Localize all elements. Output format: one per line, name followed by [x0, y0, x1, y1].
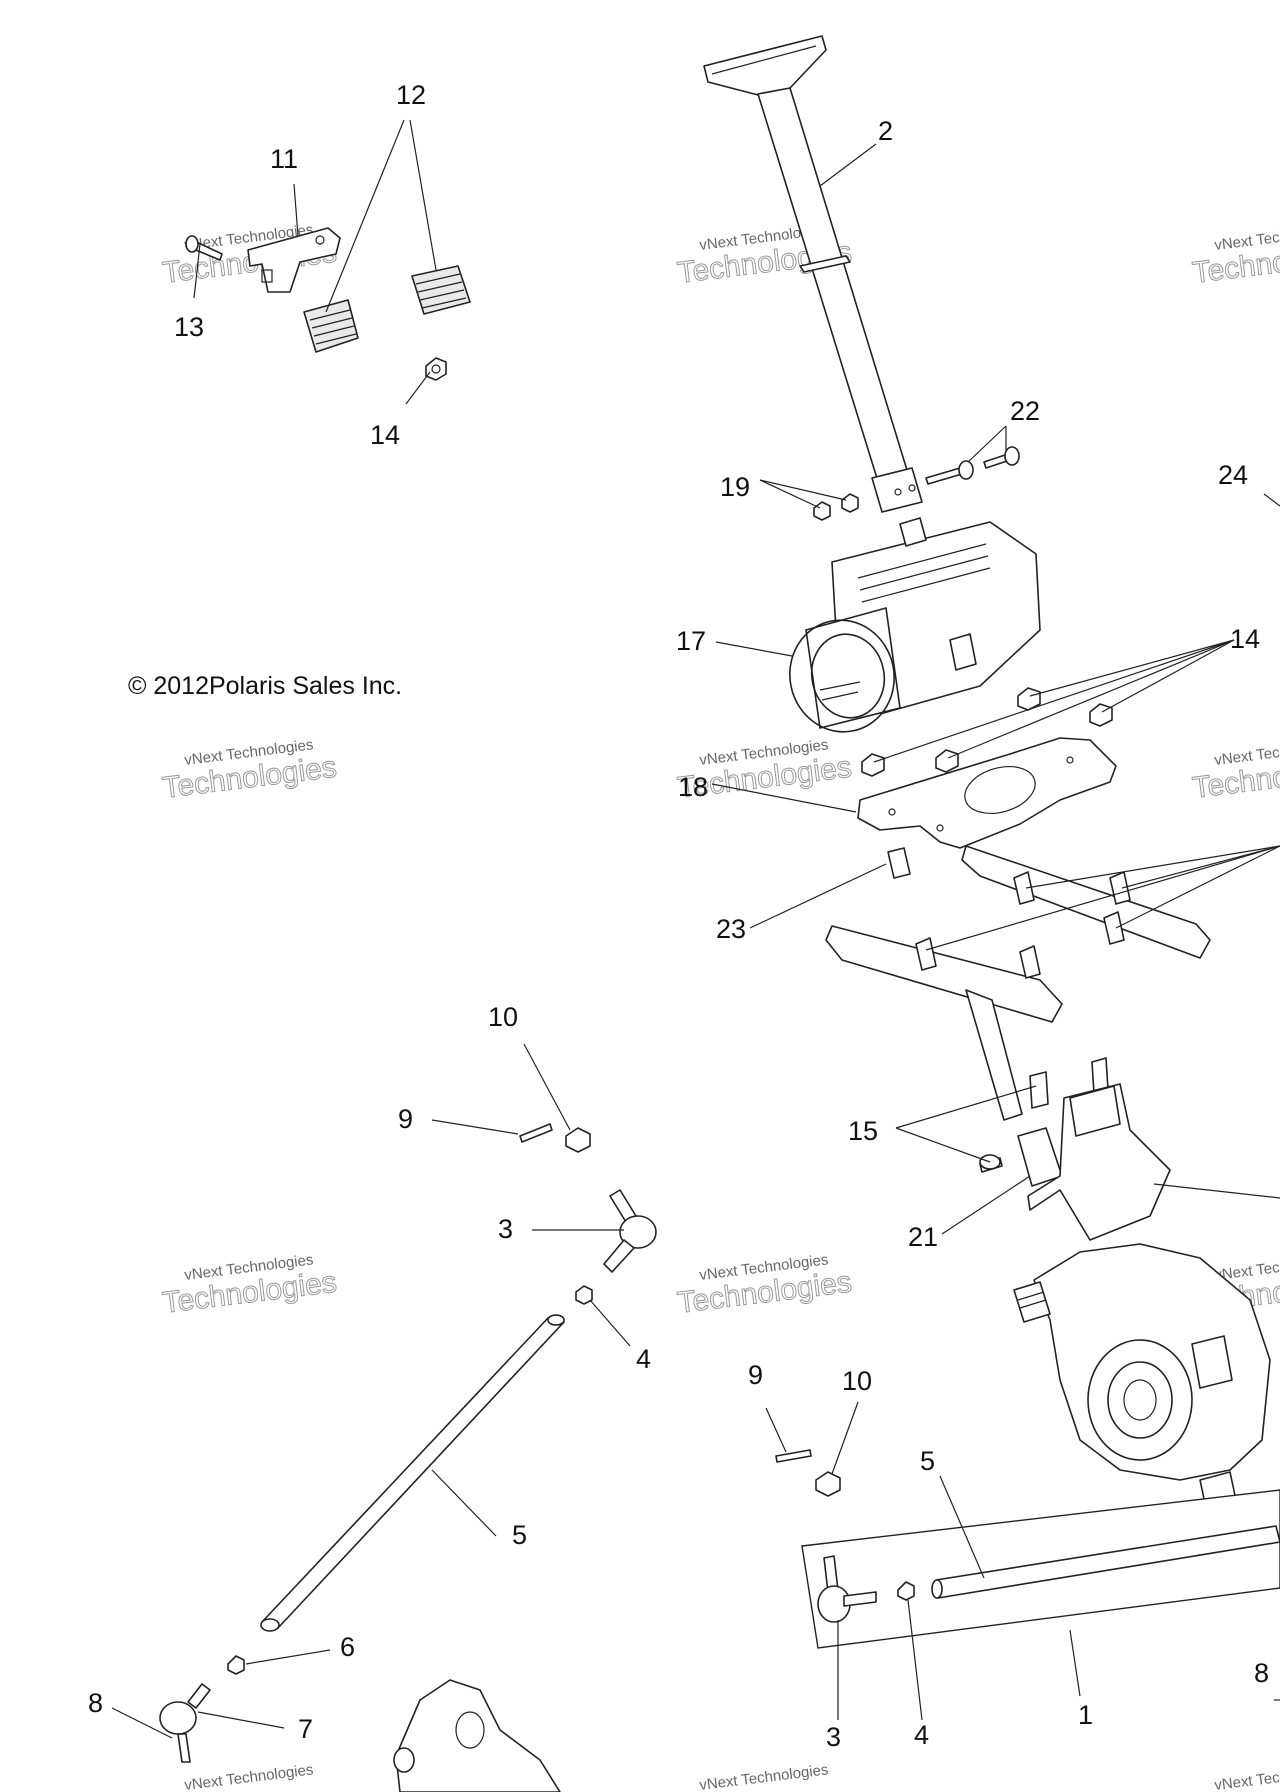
callout-5-right: 5 [920, 1446, 935, 1476]
callout-9-left: 9 [398, 1104, 413, 1134]
jam-nut-part-4-right [897, 1581, 915, 1601]
callout-21: 21 [908, 1222, 938, 1252]
callout-7: 7 [298, 1714, 313, 1744]
cotter-pin-part-9-left [519, 1123, 553, 1143]
callout-12-top: 12 [396, 80, 426, 110]
callout-1: 1 [1078, 1700, 1093, 1730]
watermark: vNext Technologies Technologies [1190, 221, 1280, 290]
callout-17: 17 [676, 626, 706, 656]
boot-part-12-left [303, 299, 359, 353]
frame-tube [825, 845, 1211, 1121]
leader-lines [111, 119, 1280, 1739]
tie-rod-part-5-left [260, 1314, 565, 1632]
jam-nut-part-6 [227, 1655, 245, 1675]
callout-23: 23 [716, 914, 746, 944]
bracket-part-11 [247, 227, 341, 293]
callout-labels: 12 11 13 14 2 22 19 24 17 14 18 23 10 9 … [88, 80, 1269, 1752]
watermark: vNext Technologies [1213, 1761, 1280, 1792]
tie-rod-end-part-7 [159, 1683, 211, 1763]
bracket-part-21 [1017, 1127, 1063, 1187]
castle-nut-part-10-right [815, 1471, 841, 1497]
watermark: vNext Technologies Technologies [160, 1251, 339, 1320]
watermark: vNext Technologies [183, 1761, 314, 1792]
svg-text:vNext Technologies: vNext Technologies [1213, 1761, 1280, 1792]
callout-11: 11 [270, 144, 298, 174]
jam-nut-part-4-left [575, 1285, 593, 1305]
callout-10-left: 10 [488, 1002, 518, 1032]
callout-15: 15 [848, 1116, 878, 1146]
watermark: vNext Technologies [698, 1761, 829, 1792]
watermark: vNext Technologies Technologies [675, 1251, 854, 1320]
bolt-part-15 [979, 1057, 1109, 1173]
watermark: vNext Technologies Technologies [160, 736, 339, 805]
steering-column-part-2 [703, 35, 923, 513]
housing-part [1027, 1083, 1171, 1241]
callout-14-mid: 14 [1230, 624, 1260, 654]
callout-8-left: 8 [88, 1688, 103, 1718]
svg-text:vNext Technologies: vNext Technologies [698, 1761, 829, 1792]
castle-nut-part-10-left [565, 1127, 591, 1153]
cotter-pin-part-9-right [775, 1449, 812, 1463]
spacer-part-23 [887, 847, 911, 879]
callout-9-right: 9 [748, 1360, 763, 1390]
callout-8-right: 8 [1254, 1658, 1269, 1688]
callout-3-right: 3 [826, 1722, 841, 1752]
tie-rod-part-5-right [931, 1525, 1280, 1599]
callout-6: 6 [340, 1632, 355, 1662]
nut-part-14-mid [861, 687, 1113, 777]
callout-3-left: 3 [498, 1214, 513, 1244]
power-steering-unit-part-17 [789, 517, 1041, 733]
nut-part-14-top [425, 357, 447, 381]
callout-14-top: 14 [370, 420, 400, 450]
svg-text:vNext Technologies: vNext Technologies [183, 1761, 314, 1792]
mounting-plate-part-18 [857, 737, 1117, 849]
tie-rod-end-part-3-right [817, 1555, 877, 1623]
callout-5-left: 5 [512, 1520, 527, 1550]
callout-4-right: 4 [914, 1720, 929, 1750]
knuckle-part [393, 1679, 561, 1792]
watermark: vNext Technologies Technologies [1190, 736, 1280, 805]
callout-10-right: 10 [842, 1366, 872, 1396]
screw-part-13 [185, 235, 223, 261]
bolt-part-22 [925, 446, 1020, 485]
copyright-text: © 2012Polaris Sales Inc. [128, 672, 402, 700]
callout-19: 19 [720, 472, 750, 502]
callout-13: 13 [174, 312, 204, 342]
callout-24: 24 [1218, 460, 1248, 490]
callout-22: 22 [1010, 396, 1040, 426]
callout-2: 2 [878, 116, 893, 146]
callout-18: 18 [678, 772, 708, 802]
boot-part-12-right [411, 265, 471, 315]
tie-rod-end-part-3-left [603, 1189, 657, 1273]
gearcase-part [1013, 1243, 1271, 1509]
callout-4-left: 4 [636, 1344, 651, 1374]
